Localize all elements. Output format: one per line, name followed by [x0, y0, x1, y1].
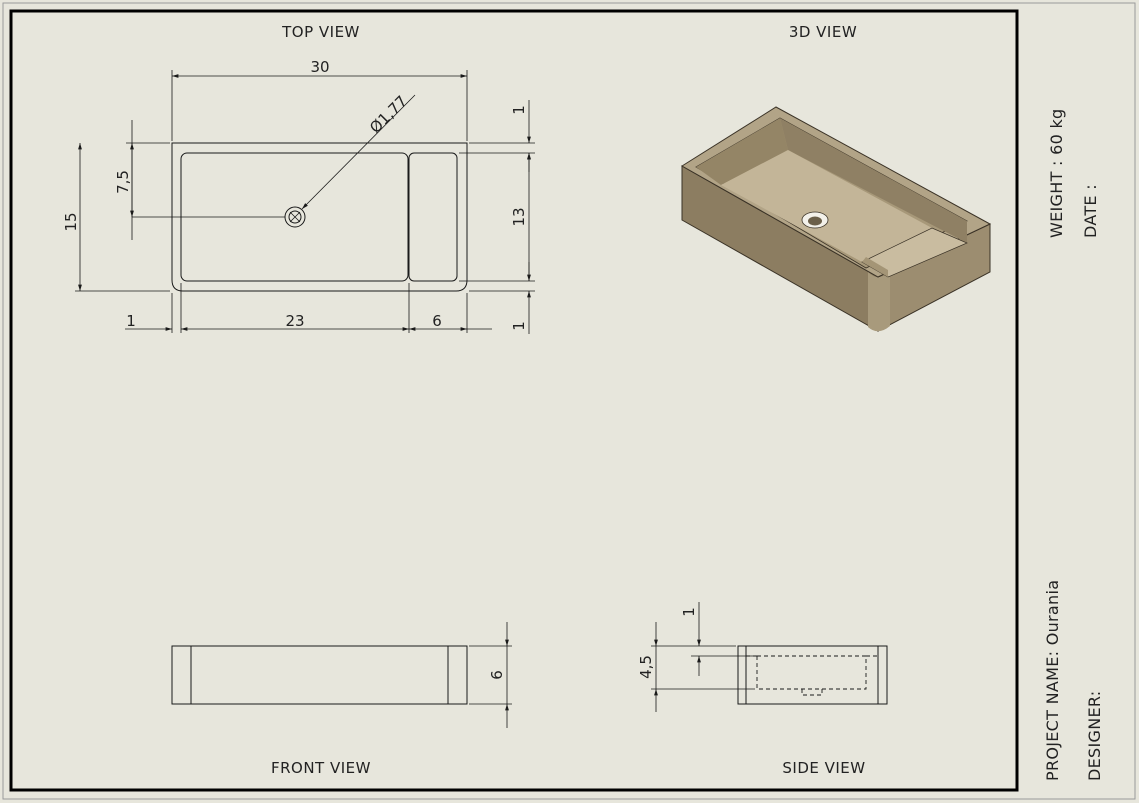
iso-inner-back-wall: [780, 118, 967, 243]
iso-shelf-riser: [862, 257, 888, 277]
dim-side-depth: 4,5: [637, 655, 655, 679]
dim-shelf-length: 6: [432, 312, 442, 330]
iso-inner-left-wall: [696, 118, 788, 185]
dim-top-length: 30: [310, 58, 329, 76]
iso-basin-floor: [721, 150, 932, 262]
dim-bottom-left-wall: 1: [126, 312, 136, 330]
iso-view-label: 3D VIEW: [789, 23, 857, 41]
top-view-label: TOP VIEW: [281, 23, 360, 41]
iso-view: [681, 106, 992, 332]
dim-hole-offset: 7,5: [114, 170, 132, 194]
front-outline: [171, 645, 468, 705]
top-shelf-outline: [408, 152, 458, 282]
top-view: 30 Ø1,77 7,5 15 1 13 1: [62, 58, 535, 334]
dim-hole-dia: Ø1,77: [366, 92, 411, 137]
dim-side-top: 1: [680, 607, 698, 617]
designer-text: DESIGNER:: [1085, 691, 1104, 782]
title-block: WEIGHT : 60 kg DATE : PROJECT NAME: Oura…: [1043, 109, 1104, 781]
side-view: 1 4,5: [637, 602, 888, 712]
drain-hole: [284, 206, 306, 228]
dim-right-wall-bottom: 1: [510, 321, 528, 331]
weight-text: WEIGHT : 60 kg: [1047, 109, 1066, 238]
inner-border: [9, 9, 1019, 792]
dim-right-wall-top: 1: [510, 105, 528, 115]
iso-shelf: [861, 227, 968, 278]
front-view-label: FRONT VIEW: [271, 759, 371, 777]
dim-overall-width: 15: [62, 212, 80, 231]
side-outline: [737, 645, 888, 705]
top-outer-outline: [171, 142, 468, 292]
side-hidden-lines: [756, 655, 867, 690]
iso-rounded-corner: [868, 272, 890, 332]
iso-drain-inner: [808, 216, 822, 226]
project-name-text: PROJECT NAME: Ourania: [1043, 580, 1062, 781]
date-text: DATE :: [1081, 184, 1100, 238]
hole-leader: [301, 94, 416, 210]
side-view-label: SIDE VIEW: [782, 759, 865, 777]
front-view: 6: [171, 622, 512, 728]
dim-basin-length: 23: [285, 312, 304, 330]
dim-inner-width: 13: [510, 207, 528, 226]
dim-front-height: 6: [488, 670, 506, 680]
